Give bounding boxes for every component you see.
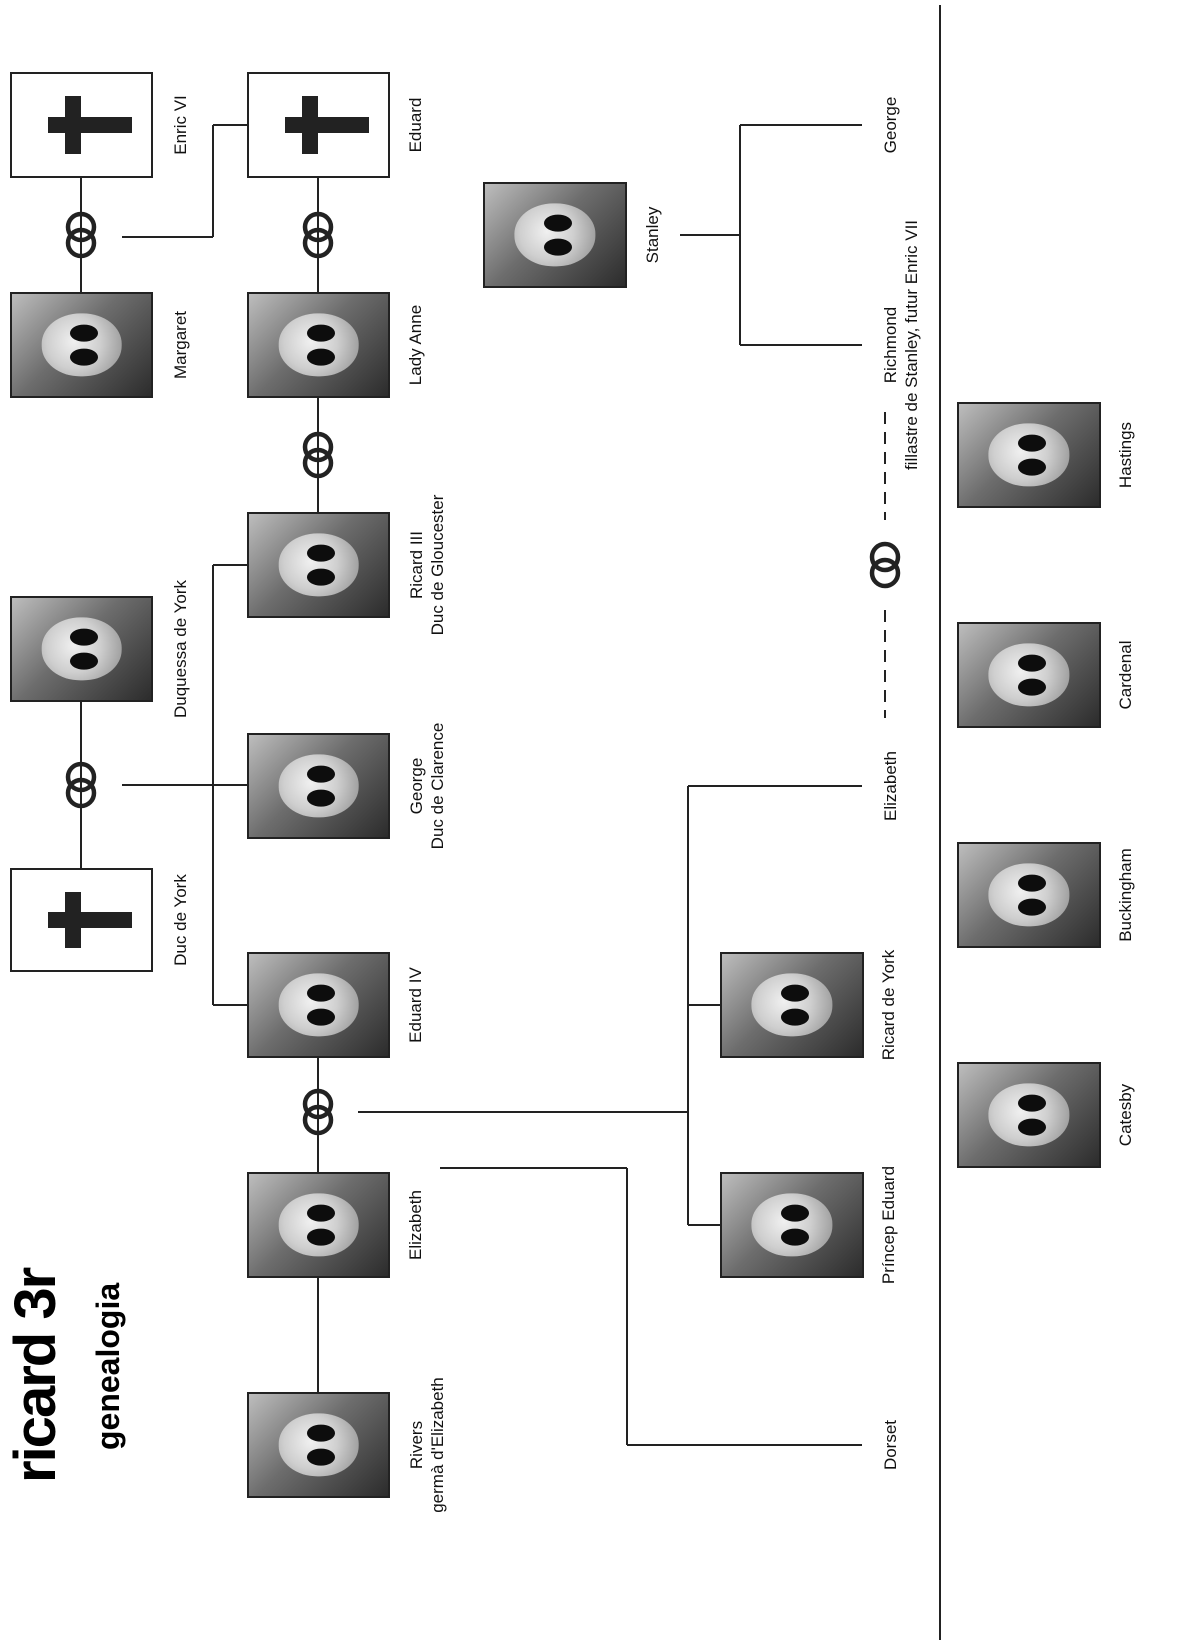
label-line: fillastre de Stanley, futur Enric VII bbox=[901, 220, 922, 470]
label-duquessa-de-york: Duquessa de York bbox=[155, 459, 205, 839]
cross-icon bbox=[10, 868, 153, 972]
label-line: Richmond bbox=[880, 307, 901, 384]
portrait-eduard-iv bbox=[247, 952, 390, 1058]
label-dorset: Dorset bbox=[865, 1255, 915, 1635]
label-line: George bbox=[406, 758, 427, 815]
label-line: Ricard III bbox=[406, 531, 427, 599]
label-line: Eduard IV bbox=[405, 967, 426, 1043]
label-line: Enric VI bbox=[170, 95, 191, 155]
portrait-rivers bbox=[247, 1392, 390, 1498]
portrait-cardenal bbox=[957, 622, 1101, 728]
label-line: germà d'Elizabeth bbox=[427, 1377, 448, 1513]
future-marriage-rings-icon bbox=[872, 544, 898, 586]
portrait-catesby bbox=[957, 1062, 1101, 1168]
label-line: Cardenal bbox=[1115, 641, 1136, 710]
label-line: Duquessa de York bbox=[170, 580, 191, 718]
label-line: Lady Anne bbox=[405, 305, 426, 385]
portrait-george-clarence bbox=[247, 733, 390, 839]
label-line: Margaret bbox=[170, 311, 191, 379]
portrait-hastings bbox=[957, 402, 1101, 508]
title-sub: genealogia bbox=[90, 1230, 126, 1450]
portrait-elizabeth-queen bbox=[247, 1172, 390, 1278]
label-catesby: Catesby bbox=[1100, 925, 1150, 1305]
portrait-ricard-de-york bbox=[720, 952, 864, 1058]
portrait-lady-anne bbox=[247, 292, 390, 398]
portrait-ricard-iii bbox=[247, 512, 390, 618]
label-line: Rivers bbox=[406, 1421, 427, 1469]
label-line: Eduard bbox=[405, 98, 426, 153]
portrait-duquessa-de-york bbox=[10, 596, 153, 702]
label-line: Stanley bbox=[642, 207, 663, 264]
portrait-buckingham bbox=[957, 842, 1101, 948]
label-line: Elizabeth bbox=[880, 751, 901, 821]
title-main: ricard 3r bbox=[5, 1203, 67, 1483]
label-stanley: Stanley bbox=[627, 45, 677, 425]
label-line: Elizabeth bbox=[405, 1190, 426, 1260]
cross-icon bbox=[10, 72, 153, 178]
portrait-margaret bbox=[10, 292, 153, 398]
label-line: George bbox=[880, 97, 901, 154]
label-line: Duc de York bbox=[170, 874, 191, 966]
label-line: Dorset bbox=[880, 1420, 901, 1470]
portrait-princep-eduard bbox=[720, 1172, 864, 1278]
portrait-stanley bbox=[483, 182, 627, 288]
label-line: Hastings bbox=[1115, 422, 1136, 488]
label-line: Catesby bbox=[1115, 1084, 1136, 1146]
cross-icon bbox=[247, 72, 390, 178]
